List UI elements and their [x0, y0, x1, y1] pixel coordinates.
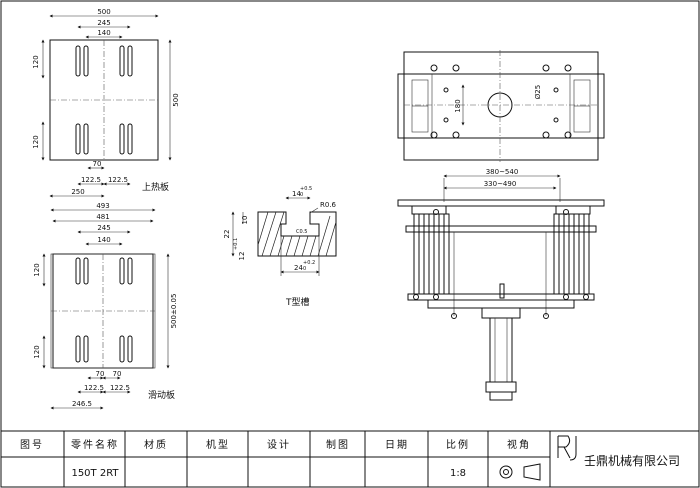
dim-slide-70b: 70 [113, 370, 122, 378]
dim-slide-122a: 122.5 [84, 384, 104, 392]
press-front-view: 380~540 330~490 [397, 168, 605, 401]
dim-top-180: 180 [454, 99, 462, 112]
caption-slide-plate: 滑动板 [148, 389, 175, 401]
tb-header-material: 材质 [144, 438, 168, 451]
tb-header-design: 设计 [267, 438, 291, 451]
dim-upper-120b: 120 [32, 135, 40, 148]
slide-plate-view: 493 481 245 140 120 120 500±0.05 70 70 1… [33, 202, 178, 410]
dim-upper-122b: 122.5 [108, 176, 128, 184]
tb-scale-value: 1:8 [450, 468, 466, 479]
tb-header-part-name: 零件名称 [71, 438, 119, 451]
upper-plate-slots [75, 45, 133, 155]
dim-upper-245: 245 [97, 19, 110, 27]
dim-slide-70a: 70 [96, 370, 105, 378]
dim-slide-481: 481 [96, 213, 109, 221]
projection-symbol-icon [499, 463, 541, 481]
press-top-view: 180 Ø25 [397, 50, 605, 162]
dim-tslot-14-tol: +0.5 [300, 186, 312, 192]
tb-header-drafting: 制图 [326, 438, 350, 451]
dim-upper-120a: 120 [32, 55, 40, 68]
company-name: 壬鼎机械有限公司 [584, 453, 680, 468]
t-slot-view: 14 +0.5 0 R0.6 C0.5 22 10 12 +0.1 24 +0.… [223, 186, 337, 308]
t-slot-hatching [257, 211, 337, 257]
dim-slide-122b: 122.5 [110, 384, 130, 392]
dim-tslot-24-tol2: 0 [303, 266, 306, 272]
tb-header-scale: 比例 [446, 438, 470, 451]
dim-upper-122a: 122.5 [81, 176, 101, 184]
upper-plate-view: 500 245 140 120 120 500 70 122.5 122.5 2… [32, 8, 180, 198]
dim-slide-493: 493 [96, 202, 109, 210]
dim-upper-140: 140 [97, 29, 110, 37]
tb-part-name-value: 150T 2RT [71, 468, 119, 479]
dim-tslot-10: 10 [241, 216, 249, 225]
dim-slide-500: 500±0.05 [170, 294, 178, 329]
front-nuts [413, 209, 589, 319]
tb-header-date: 日期 [385, 439, 409, 451]
dim-tslot-22: 22 [223, 230, 231, 239]
dim-tslot-12-tol: +0.1 [233, 238, 239, 250]
dim-tslot-r: R0.6 [320, 201, 337, 209]
caption-t-slot: T型槽 [285, 296, 310, 308]
dim-slide-120b: 120 [33, 345, 41, 358]
dim-tslot-14-tol2: 0 [300, 192, 303, 198]
dim-slide-140: 140 [97, 236, 110, 244]
dim-tslot-24-tol: +0.2 [303, 260, 315, 266]
dim-upper-70: 70 [93, 160, 102, 168]
dim-upper-500: 500 [97, 8, 110, 16]
top-view-bolts [430, 64, 572, 139]
title-block: 图号 零件名称 材质 机型 设计 制图 日期 比例 视角 150T 2RT 1:… [1, 430, 699, 487]
tb-header-drawing-no: 图号 [20, 439, 44, 451]
caption-upper-plate: 上热板 [142, 181, 169, 193]
dim-upper-500h: 500 [172, 93, 180, 106]
dim-slide-120a: 120 [33, 263, 41, 276]
dim-slide-245: 245 [97, 224, 110, 232]
dim-top-dia: Ø25 [534, 85, 542, 99]
dim-tslot-14: 14 [292, 190, 301, 198]
dim-front-380: 380~540 [486, 168, 519, 176]
hydraulic-cylinder [489, 317, 513, 383]
dim-upper-250: 250 [71, 188, 84, 196]
company-logo-icon [557, 435, 577, 461]
tb-header-model: 机型 [206, 438, 230, 451]
dim-slide-246: 246.5 [72, 400, 92, 408]
dim-tslot-12: 12 [238, 252, 246, 261]
dim-tslot-24: 24 [294, 264, 303, 272]
slide-plate-slots [75, 257, 133, 363]
dim-tslot-inner: C0.5 [296, 229, 307, 235]
dim-front-330: 330~490 [484, 180, 517, 188]
tb-header-view: 视角 [507, 438, 531, 451]
